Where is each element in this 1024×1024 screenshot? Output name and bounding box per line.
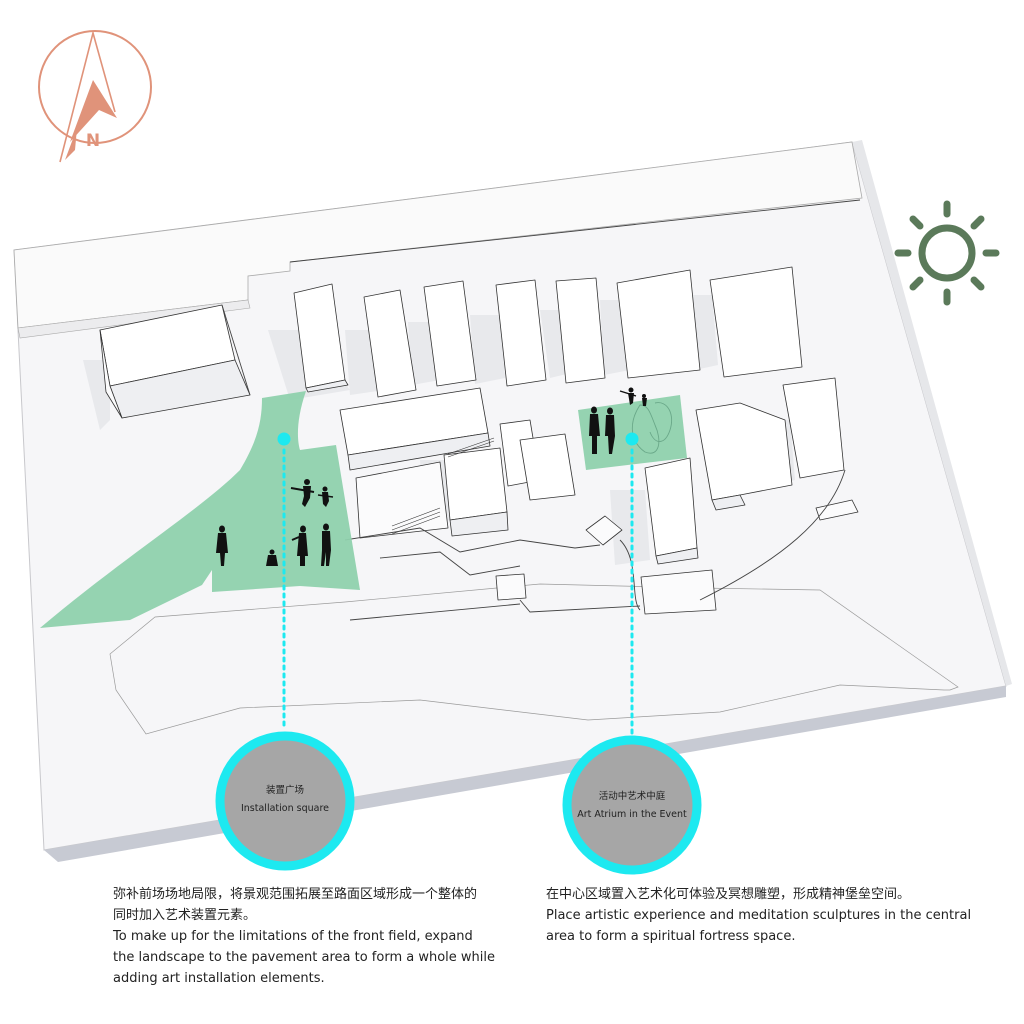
description-art-atrium: 在中心区域置入艺术化可体验及冥想雕塑，形成精神堡垒空间。 Place artis… (546, 884, 986, 947)
north-label: N (86, 131, 100, 151)
person-icon (291, 525, 308, 566)
child-icon (266, 549, 278, 566)
people-silhouettes-plaza (216, 479, 334, 566)
internal-paths (289, 199, 861, 621)
people-silhouettes-atrium (589, 387, 647, 454)
dancing-person-icon (619, 387, 637, 405)
description-cn-line: 在中心区域置入艺术化可体验及冥想雕塑，形成精神堡垒空间。 (546, 887, 911, 902)
description-en-line: Place artistic experience and meditation… (546, 908, 972, 923)
description-en-line: To make up for the limitations of the fr… (113, 929, 473, 944)
road-outline (109, 583, 959, 735)
running-child-icon (317, 486, 334, 507)
callout-title-en: Art Atrium in the Event (577, 809, 687, 820)
description-cn-line: 弥补前场场地局限，将景观范围拓展至路面区域形成一个整体的 (113, 887, 478, 902)
callout-circle-installation-square (215, 731, 355, 871)
callout-label-art-atrium: 活动中艺术中庭 Art Atrium in the Event (567, 788, 697, 824)
description-cn-line: 同时加入艺术装置元素。 (113, 908, 257, 923)
callout-title-cn: 活动中艺术中庭 (598, 791, 666, 802)
person-icon (216, 525, 228, 566)
description-en-line: area to form a spiritual fortress space. (546, 929, 796, 944)
sun-icon (894, 200, 1000, 306)
dancing-person-icon (290, 479, 315, 507)
running-child-icon (642, 394, 647, 406)
callout-leader-art-atrium (625, 432, 639, 736)
callout-title-cn: 装置广场 (265, 785, 304, 796)
meditation-sculpture (631, 402, 673, 454)
callout-circle-art-atrium (562, 735, 702, 875)
callout-label-installation-square: 装置广场 Installation square (225, 782, 345, 818)
buildings (99, 266, 859, 615)
description-en-line: adding art installation elements. (113, 971, 325, 986)
person-icon (605, 407, 615, 454)
person-icon (589, 406, 600, 454)
installation-square-zone (40, 391, 360, 628)
person-icon (321, 523, 331, 566)
north-arrow-icon: N (38, 29, 152, 163)
callout-title-en: Installation square (240, 803, 329, 814)
description-installation-square: 弥补前场场地局限，将景观范围拓展至路面区域形成一个整体的 同时加入艺术装置元素。… (113, 884, 513, 989)
callout-leader-installation-square (277, 432, 291, 730)
art-atrium-zone (578, 395, 687, 470)
description-en-line: the landscape to the pavement area to fo… (113, 950, 496, 965)
site-base (13, 140, 1012, 862)
